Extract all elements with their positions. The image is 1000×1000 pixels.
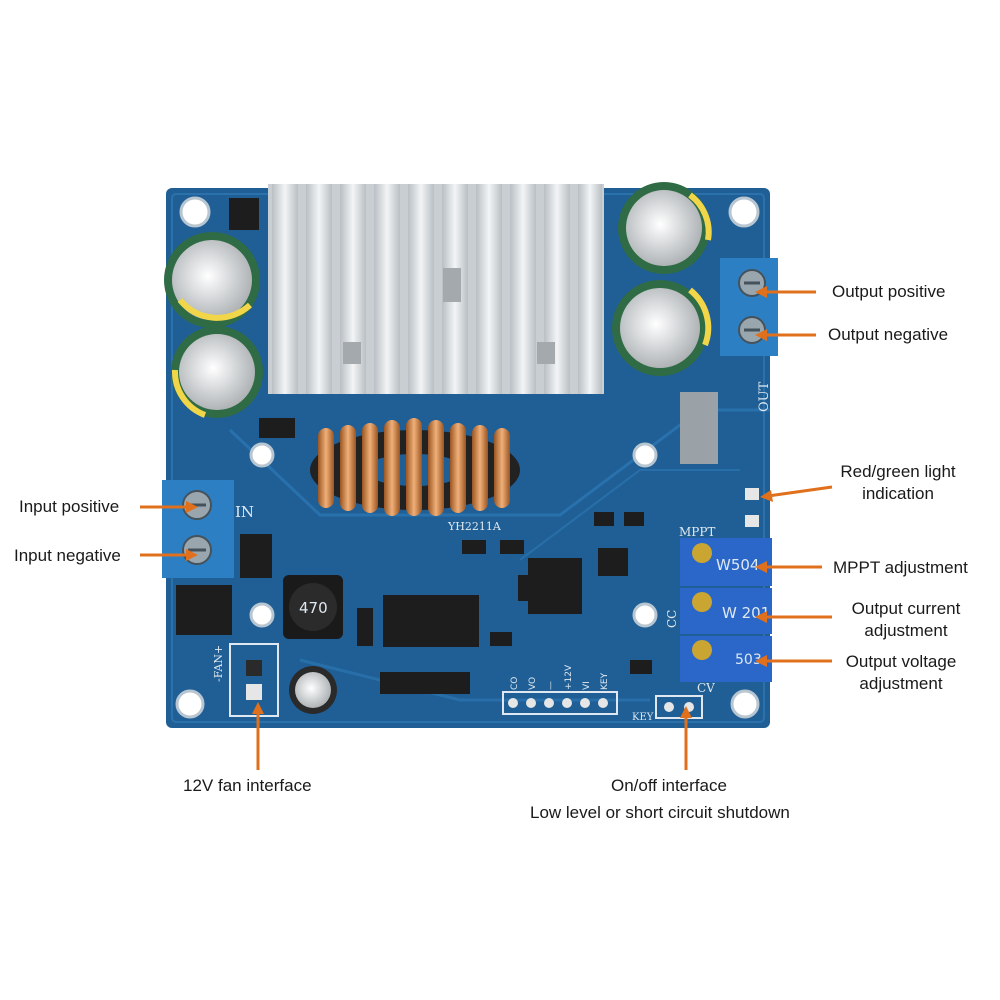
label-key: KEY [632, 712, 654, 723]
power-inductor: 470 [283, 575, 343, 639]
label-onoff-note: Low level or short circuit shutdown [530, 803, 790, 822]
status-led [745, 488, 759, 527]
header-pin-label: KEY [600, 672, 610, 690]
arrow-icon [680, 706, 692, 718]
arrow-icon [755, 611, 767, 623]
arrow-icon [760, 490, 773, 502]
label-output-negative: Output negative [828, 325, 949, 344]
mounting-holes [175, 196, 760, 719]
pin-header: CO VO — +12V VI KEY [502, 664, 618, 715]
heatsink [268, 184, 604, 394]
label-mppt: MPPT [679, 525, 715, 539]
label-onoff-interface: On/off interface [611, 776, 727, 795]
ic-chips [176, 198, 718, 694]
callout-lines [140, 286, 833, 770]
callout-led-line [767, 485, 833, 498]
arrow-icon [186, 549, 198, 561]
label-red-green-light: Red/green light indication [840, 462, 956, 503]
output-terminal: OUT [720, 258, 778, 412]
arrow-icon [755, 286, 767, 298]
label-output-current: Output current adjustment [851, 599, 961, 640]
arrow-icon [252, 702, 264, 714]
toroidal-inductor: YH2211A [310, 418, 520, 533]
potentiometers: W504 W 201 503 MPPT CC CV [665, 525, 772, 695]
label-cc: CC [665, 610, 679, 628]
inductor-marking: YH2211A [447, 520, 502, 533]
label-input-negative: Input negative [14, 546, 121, 565]
fan-connector: -FAN+ [212, 643, 279, 717]
capacitors [164, 182, 712, 714]
label-fan-interface: 12V fan interface [183, 776, 312, 795]
header-pin-label: VI [582, 681, 592, 690]
label-input-positive: Input positive [19, 497, 120, 516]
header-pin-label: — [546, 681, 556, 690]
arrow-icon [755, 655, 767, 667]
label-fan: -FAN+ [212, 645, 225, 682]
arrow-icon [186, 501, 198, 513]
power-inductor-marking: 470 [299, 599, 328, 617]
label-in: IN [235, 503, 254, 521]
label-cv: CV [697, 681, 715, 695]
pot-cv-marking: 503 [735, 652, 762, 668]
header-pin-label: CO [510, 677, 520, 690]
header-pin-label: VO [528, 677, 538, 690]
arrow-icon [755, 329, 767, 341]
label-output-voltage: Output voltage adjustment [845, 652, 957, 693]
header-pin-label: +12V [564, 664, 574, 690]
label-mppt-adjustment: MPPT adjustment [833, 558, 968, 577]
arrow-icon [755, 561, 767, 573]
input-terminal: IN [162, 480, 254, 578]
label-out: OUT [757, 381, 772, 412]
label-output-positive: Output positive [832, 282, 946, 301]
pot-mppt-marking: W504 [716, 556, 759, 574]
